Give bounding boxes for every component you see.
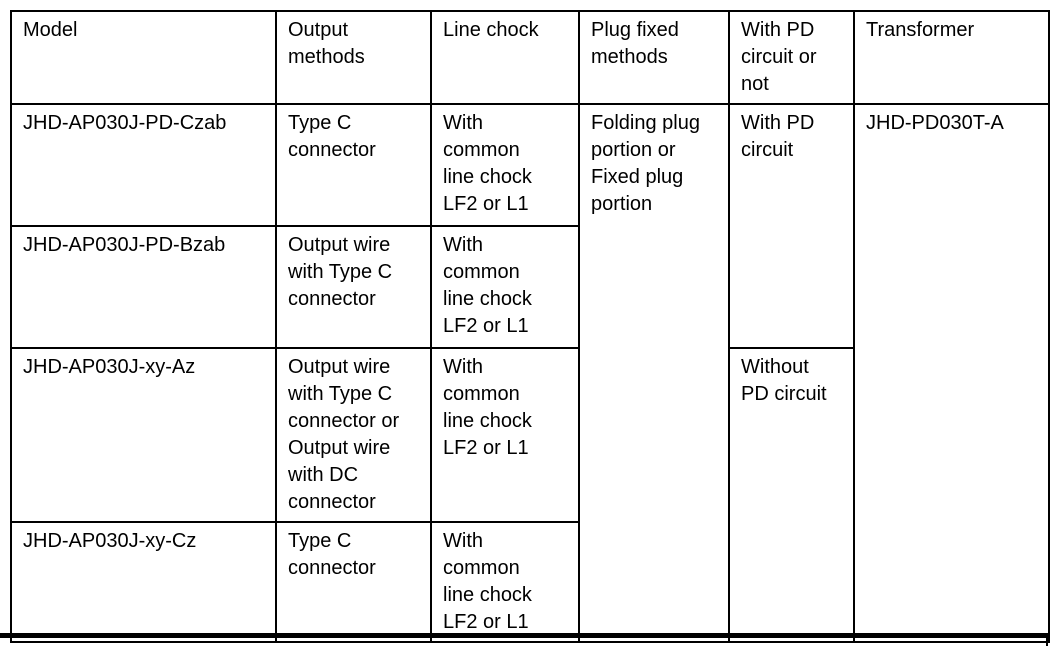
cell-line-chock: With common line chock LF2 or L1 bbox=[430, 521, 580, 643]
column-header-model: Model bbox=[10, 10, 277, 105]
column-header-transformer: Transformer bbox=[853, 10, 1050, 105]
cell-output-methods: Output wire with Type C connector bbox=[275, 225, 432, 349]
table-header-row: Model Output methods Line chock Plug fix… bbox=[10, 10, 1050, 105]
spec-table: Model Output methods Line chock Plug fix… bbox=[10, 10, 1050, 643]
cell-model: JHD-AP030J-xy-Cz bbox=[10, 521, 277, 643]
cell-model: JHD-AP030J-PD-Bzab bbox=[10, 225, 277, 349]
cell-transformer: JHD-PD030T-A bbox=[853, 103, 1050, 643]
table-row: JHD-AP030J-xy-Cz Type C connector With c… bbox=[10, 521, 1049, 643]
column-header-pd-circuit: With PD circuit or not bbox=[728, 10, 855, 105]
column-header-line-chock: Line chock bbox=[430, 10, 580, 105]
table-row: JHD-AP030J-xy-Az Output wire with Type C… bbox=[10, 347, 1049, 643]
table-right-border-stub bbox=[1046, 633, 1048, 646]
cell-output-methods: Type C connector bbox=[275, 521, 432, 643]
cell-model: JHD-AP030J-PD-Czab bbox=[10, 103, 277, 227]
cell-output-methods: Type C connector bbox=[275, 103, 432, 227]
table-row: JHD-AP030J-PD-Czab Type C connector With… bbox=[10, 103, 1050, 643]
cell-pd-with-circuit: With PD circuit bbox=[728, 103, 855, 349]
table-row: JHD-AP030J-PD-Bzab Output wire with Type… bbox=[10, 225, 1049, 349]
cell-plug-fixed-methods: Folding plug portion or Fixed plug porti… bbox=[578, 103, 730, 643]
column-header-plug-fixed-methods: Plug fixed methods bbox=[578, 10, 730, 105]
cell-model: JHD-AP030J-xy-Az bbox=[10, 347, 277, 523]
cell-line-chock: With common line chock LF2 or L1 bbox=[430, 347, 580, 523]
cell-output-methods: Output wire with Type C connector or Out… bbox=[275, 347, 432, 523]
cell-line-chock: With common line chock LF2 or L1 bbox=[430, 225, 580, 349]
cell-pd-without-circuit: Without PD circuit bbox=[728, 347, 855, 643]
cell-line-chock: With common line chock LF2 or L1 bbox=[430, 103, 580, 227]
column-header-output-methods: Output methods bbox=[275, 10, 432, 105]
bottom-rule bbox=[0, 633, 1050, 638]
